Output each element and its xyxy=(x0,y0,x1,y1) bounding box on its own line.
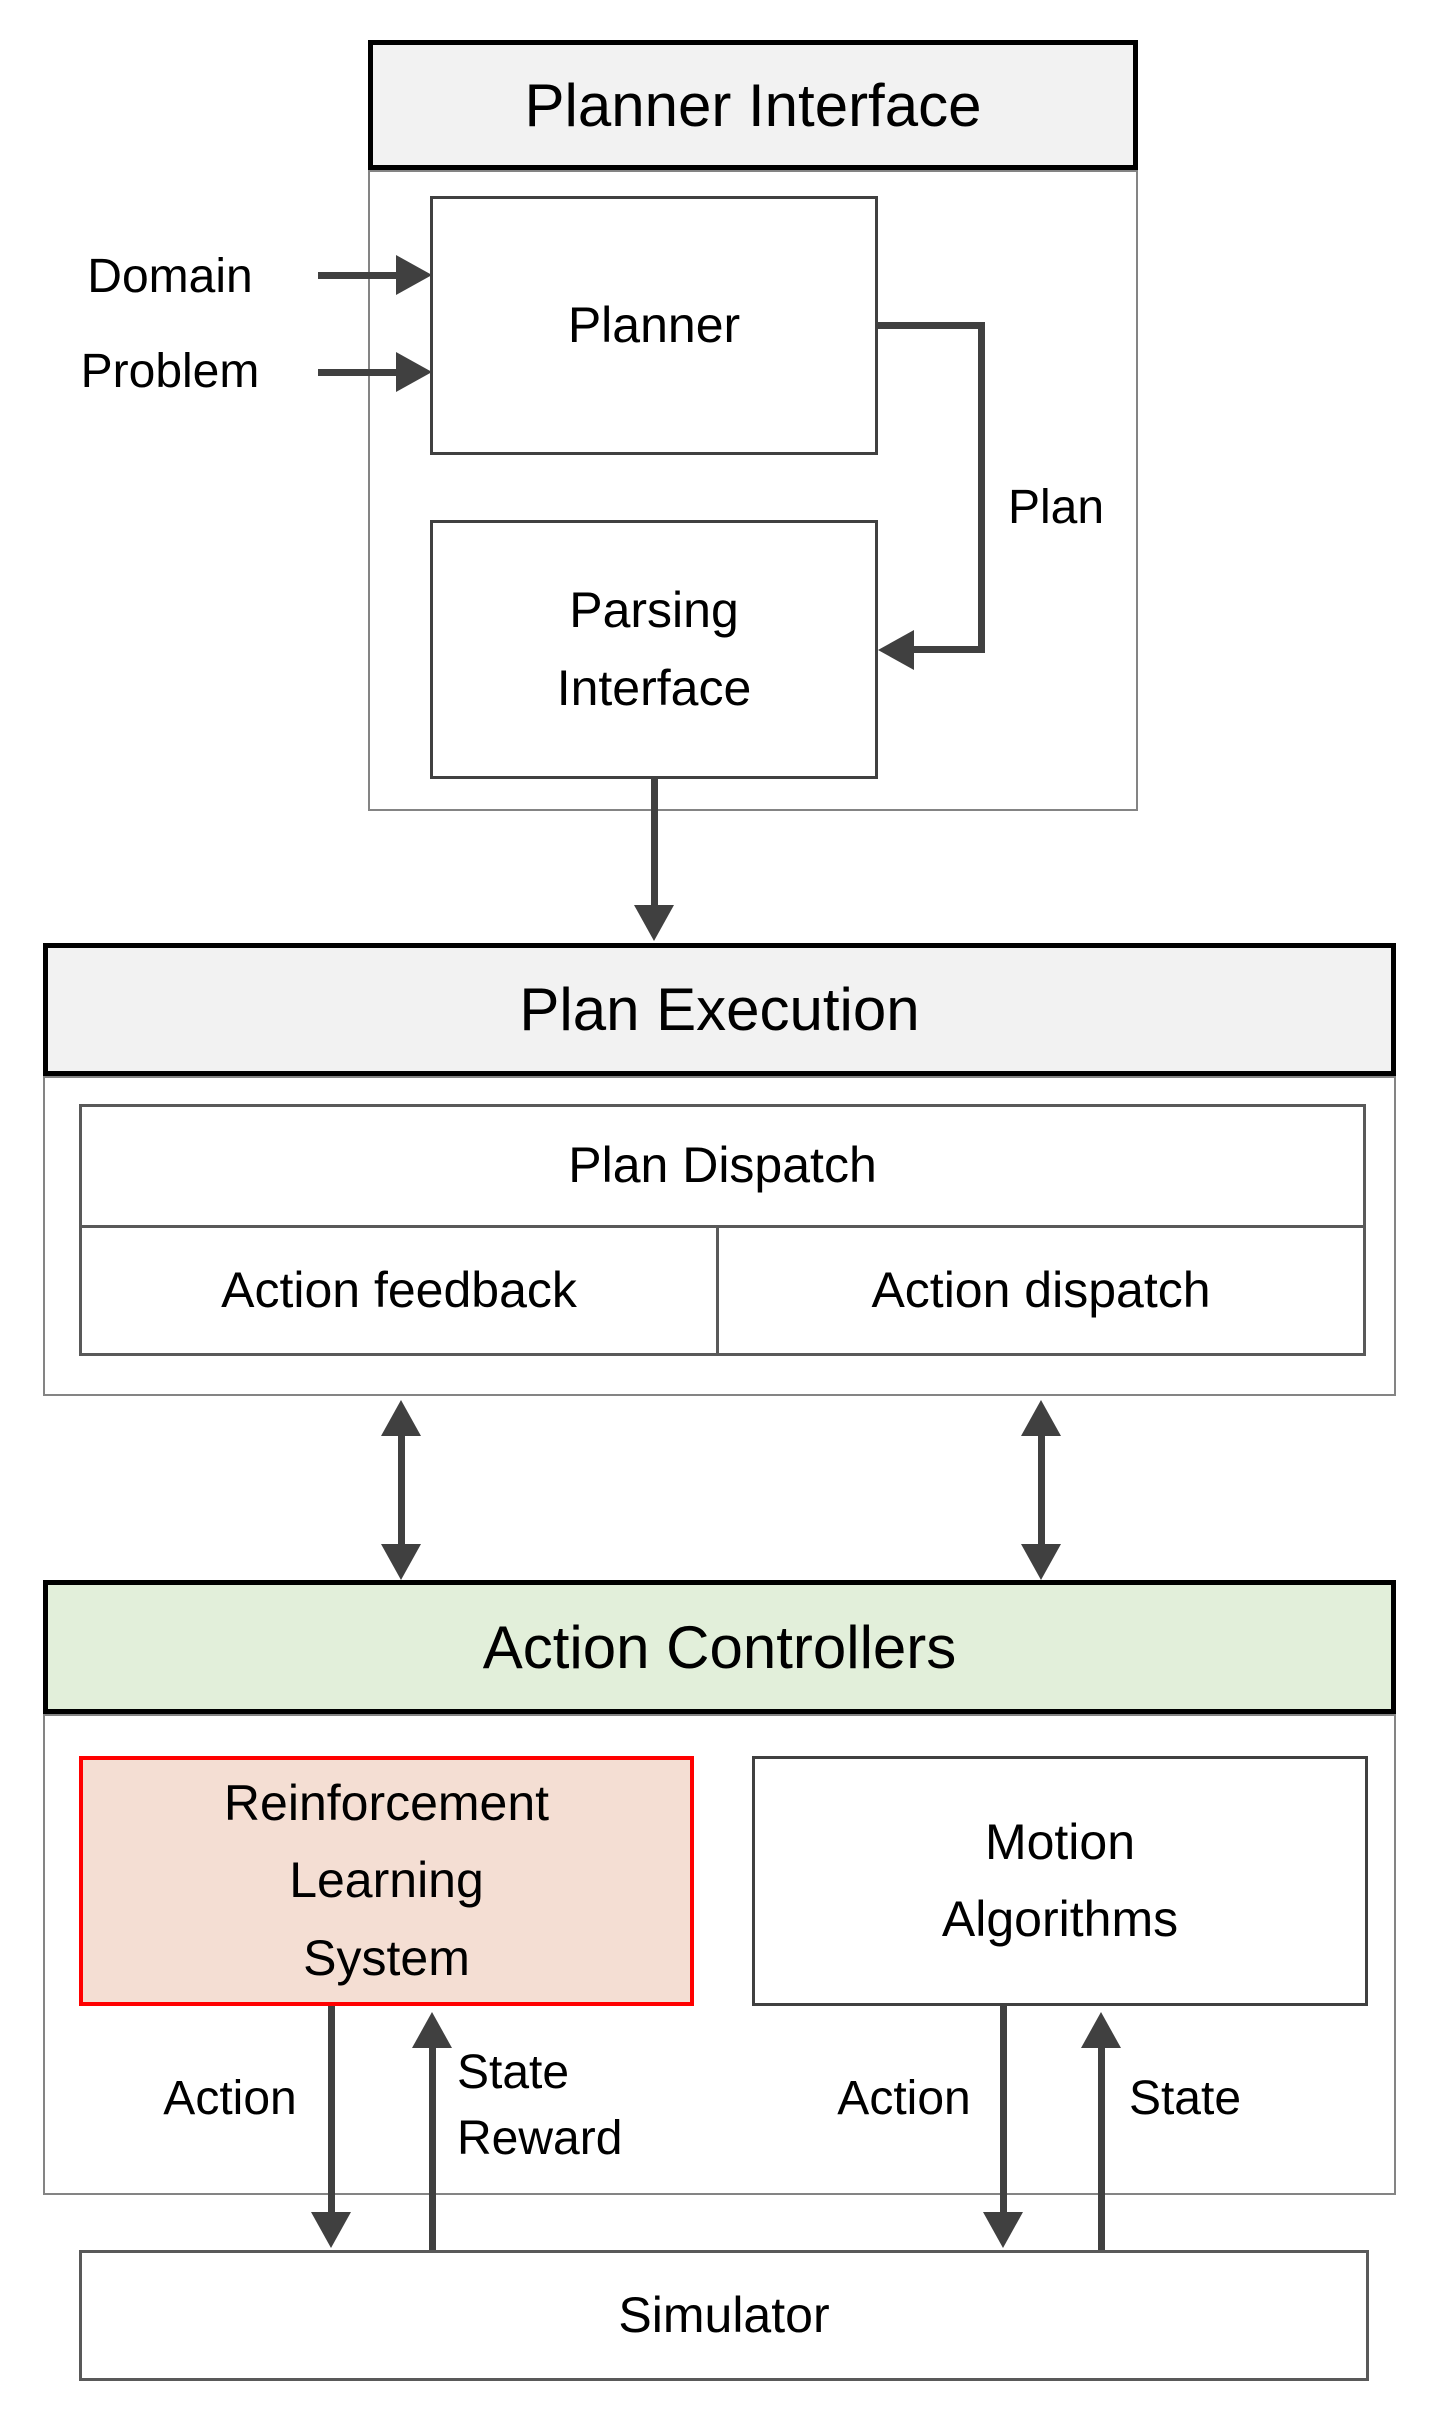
rl-action-arrowhead-icon xyxy=(311,2212,351,2248)
planner-interface-header: Planner Interface xyxy=(368,40,1138,170)
action-feedback-node: Action feedback xyxy=(79,1225,719,1356)
parsing-interface-node: Parsing Interface xyxy=(430,520,878,779)
action-dispatch-node: Action dispatch xyxy=(716,1225,1366,1356)
simulator-label: Simulator xyxy=(618,2286,830,2343)
rl-action-edge-label: Action xyxy=(163,2072,297,2125)
motion-label-line2: Algorithms xyxy=(941,1891,1179,1947)
motion-action-arrowhead-icon xyxy=(983,2212,1023,2248)
problem-input-label: Problem xyxy=(80,345,260,398)
plan-edge-segment-1 xyxy=(878,322,985,329)
motion-state-arrowhead-icon xyxy=(1081,2012,1121,2048)
planner-node: Planner xyxy=(430,196,878,455)
action-dispatch-label: Action dispatch xyxy=(871,1261,1211,1318)
rl-label-line2: Learning xyxy=(289,1852,484,1909)
problem-arrow-shaft xyxy=(318,369,400,376)
motion-action-arrow-shaft xyxy=(1000,2006,1007,2214)
planner-node-label: Planner xyxy=(567,296,741,353)
right-bidir-arrowhead-down-icon xyxy=(1021,1544,1061,1580)
plan-execution-header: Plan Execution xyxy=(43,943,1396,1076)
left-bidir-arrowhead-down-icon xyxy=(381,1544,421,1580)
parsing-interface-label-line2: Interface xyxy=(556,659,752,716)
rl-state-edge-label: State xyxy=(457,2046,570,2099)
rl-state-arrow-shaft xyxy=(429,2044,436,2250)
domain-arrow-shaft xyxy=(318,272,400,279)
simulator-node: Simulator xyxy=(79,2250,1369,2381)
motion-action-edge-label: Action xyxy=(837,2072,971,2125)
rl-label-line3: System xyxy=(303,1929,470,1986)
motion-state-arrow-shaft xyxy=(1098,2044,1105,2250)
rl-label-line1: Reinforcement xyxy=(223,1774,550,1831)
rl-state-arrowhead-icon xyxy=(412,2012,452,2048)
rl-action-arrow-shaft xyxy=(328,2006,335,2214)
plan-execution-title: Plan Execution xyxy=(519,976,920,1043)
plan-edge-label: Plan xyxy=(1008,481,1105,534)
domain-input-label: Domain xyxy=(87,250,253,303)
plan-dispatch-label: Plan Dispatch xyxy=(568,1137,877,1194)
left-bidir-arrowhead-up-icon xyxy=(381,1400,421,1436)
plan-arrowhead-icon xyxy=(878,630,914,670)
left-bidir-arrow-shaft xyxy=(398,1432,405,1548)
action-feedback-label: Action feedback xyxy=(221,1261,577,1318)
plan-edge-segment-3 xyxy=(912,646,985,653)
right-bidir-arrow-shaft xyxy=(1038,1432,1045,1548)
parsing-interface-label-line1: Parsing xyxy=(569,582,739,638)
domain-arrowhead-icon xyxy=(396,255,432,295)
problem-arrowhead-icon xyxy=(396,352,432,392)
reinforcement-learning-node: Reinforcement Learning System xyxy=(79,1756,694,2006)
plan-dispatch-node: Plan Dispatch xyxy=(79,1104,1366,1228)
right-bidir-arrowhead-up-icon xyxy=(1021,1400,1061,1436)
parsing-to-execution-arrow-shaft xyxy=(651,779,658,909)
motion-algorithms-node: Motion Algorithms xyxy=(752,1756,1368,2006)
action-controllers-title: Action Controllers xyxy=(482,1613,957,1681)
rl-state-reward-edge-label: State Reward xyxy=(457,2040,677,2172)
motion-label-line1: Motion xyxy=(984,1813,1136,1870)
action-controllers-header: Action Controllers xyxy=(43,1580,1396,1714)
plan-edge-segment-2 xyxy=(978,322,985,653)
planner-interface-title: Planner Interface xyxy=(524,71,982,139)
rl-reward-edge-label: Reward xyxy=(457,2112,623,2165)
motion-state-edge-label: State xyxy=(1128,2072,1242,2125)
parsing-to-execution-arrowhead-icon xyxy=(634,905,674,941)
